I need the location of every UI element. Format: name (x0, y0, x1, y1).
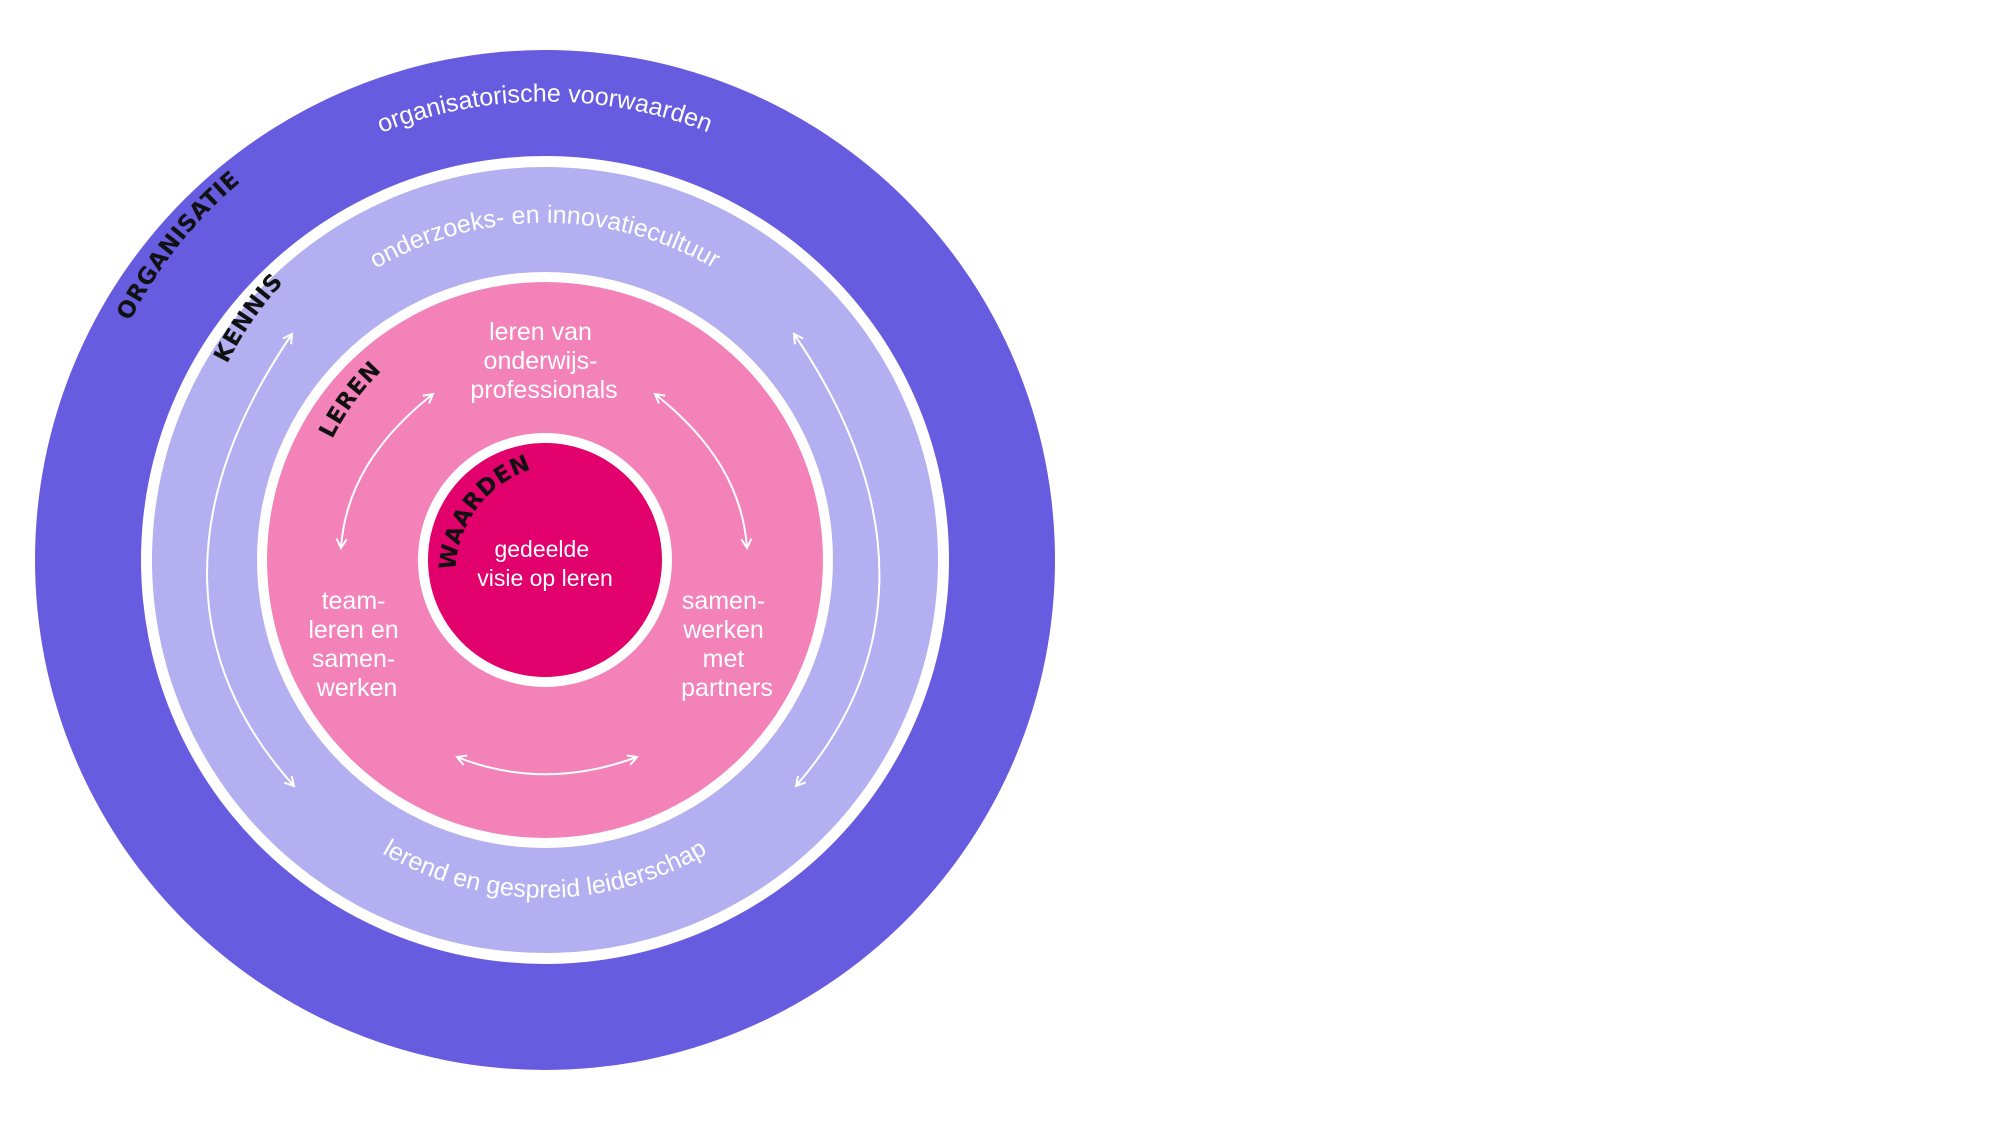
kennis-left-arrow (206, 334, 294, 786)
leren-top-label: leren van onderwijs- professionals (470, 318, 617, 404)
kennis-right-arrow (794, 334, 881, 786)
leren-left-label: team- leren en samen- werken (308, 587, 405, 702)
leren-left-arrow (341, 394, 433, 548)
leren-right-label: samen- werken met partners (681, 587, 773, 702)
leren-right-arrow (655, 394, 747, 548)
waarden-center-label: gedeelde visie op leren (477, 536, 613, 591)
waarden-core (428, 443, 662, 677)
leren-bottom-arrow (457, 757, 637, 776)
